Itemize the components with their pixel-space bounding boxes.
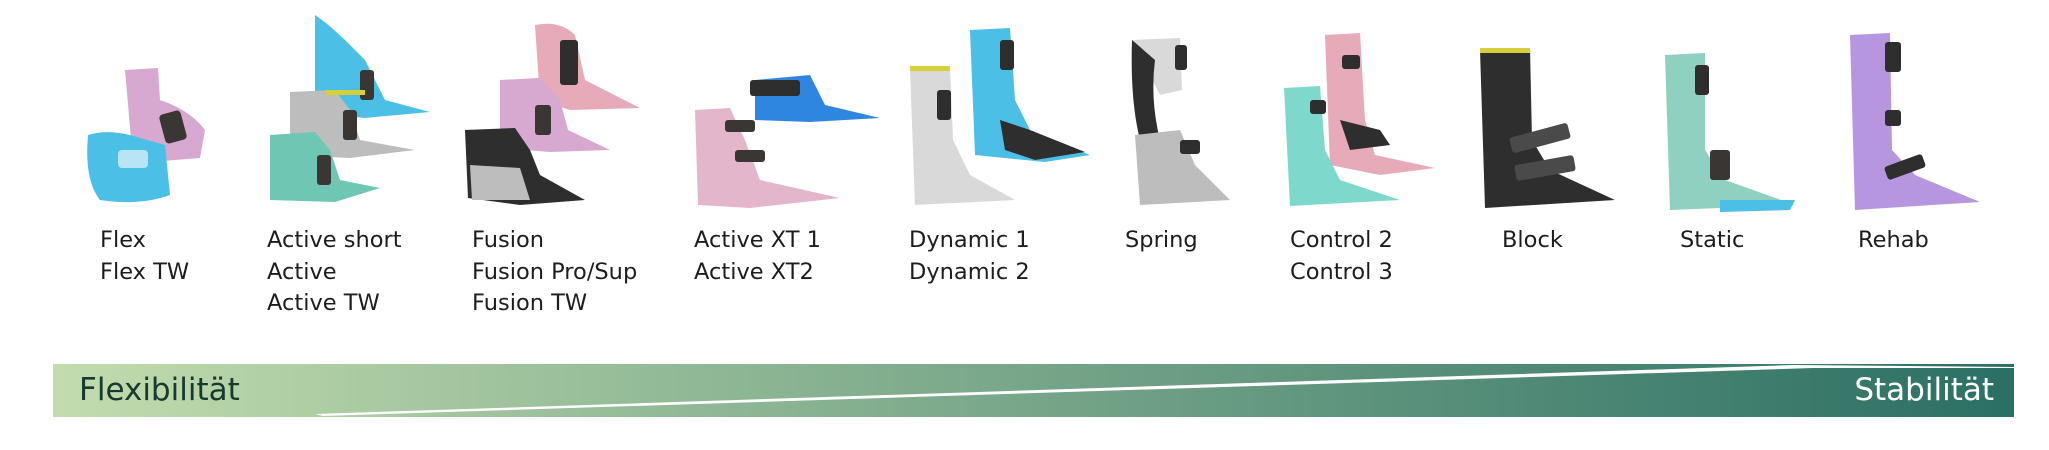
spring-names: Spring	[1125, 225, 1198, 257]
product-name: Flex	[100, 227, 146, 253]
active-orthosis-image	[270, 15, 430, 202]
product-name: Static	[1680, 227, 1745, 253]
product-name: Fusion Pro/Sup	[472, 258, 638, 285]
product-name: Rehab	[1858, 227, 1929, 253]
flexibility-stability-scale: Flexibilität Stabilität	[53, 364, 2014, 417]
active-names: Active short Active Active TW	[267, 225, 402, 320]
product-name: Active XT 1	[694, 227, 821, 253]
flex-orthosis-image	[87, 68, 205, 203]
product-name: Fusion	[472, 227, 544, 253]
control-names: Control 2 Control 3	[1290, 225, 1393, 288]
active-xt-orthosis-image	[695, 75, 880, 208]
product-name: Control 3	[1290, 258, 1393, 285]
product-name: Flex TW	[100, 258, 190, 285]
product-name: Active short	[267, 227, 402, 253]
fusion-orthosis-image	[465, 23, 640, 205]
product-name: Control 2	[1290, 227, 1393, 253]
spring-orthosis-image	[1131, 38, 1230, 205]
rehab-orthosis-image	[1850, 33, 1980, 210]
control-orthosis-image	[1284, 33, 1435, 206]
rehab-names: Rehab	[1858, 225, 1929, 257]
static-orthosis-image	[1665, 53, 1795, 212]
stability-label: Stabilität	[1854, 372, 1994, 408]
scale-gradient-bar	[53, 364, 2014, 417]
product-name: Active XT2	[694, 258, 814, 285]
dynamic-names: Dynamic 1 Dynamic 2	[909, 225, 1030, 288]
fusion-names: Fusion Fusion Pro/Sup Fusion TW	[472, 225, 637, 320]
static-names: Static	[1680, 225, 1744, 257]
product-name: Active	[267, 258, 337, 285]
product-name: Fusion TW	[472, 290, 588, 316]
active-xt-names: Active XT 1 Active XT2	[694, 225, 821, 288]
product-name: Spring	[1125, 227, 1198, 253]
product-name: Active TW	[267, 290, 380, 316]
product-name: Dynamic 1	[909, 227, 1030, 253]
flex-names: Flex Flex TW	[100, 225, 189, 288]
block-orthosis-image	[1480, 48, 1615, 208]
dynamic-orthosis-image	[910, 28, 1090, 205]
product-name: Dynamic 2	[909, 258, 1030, 285]
flexibility-label: Flexibilität	[79, 372, 240, 408]
product-name: Block	[1502, 227, 1563, 253]
block-names: Block	[1502, 225, 1563, 257]
